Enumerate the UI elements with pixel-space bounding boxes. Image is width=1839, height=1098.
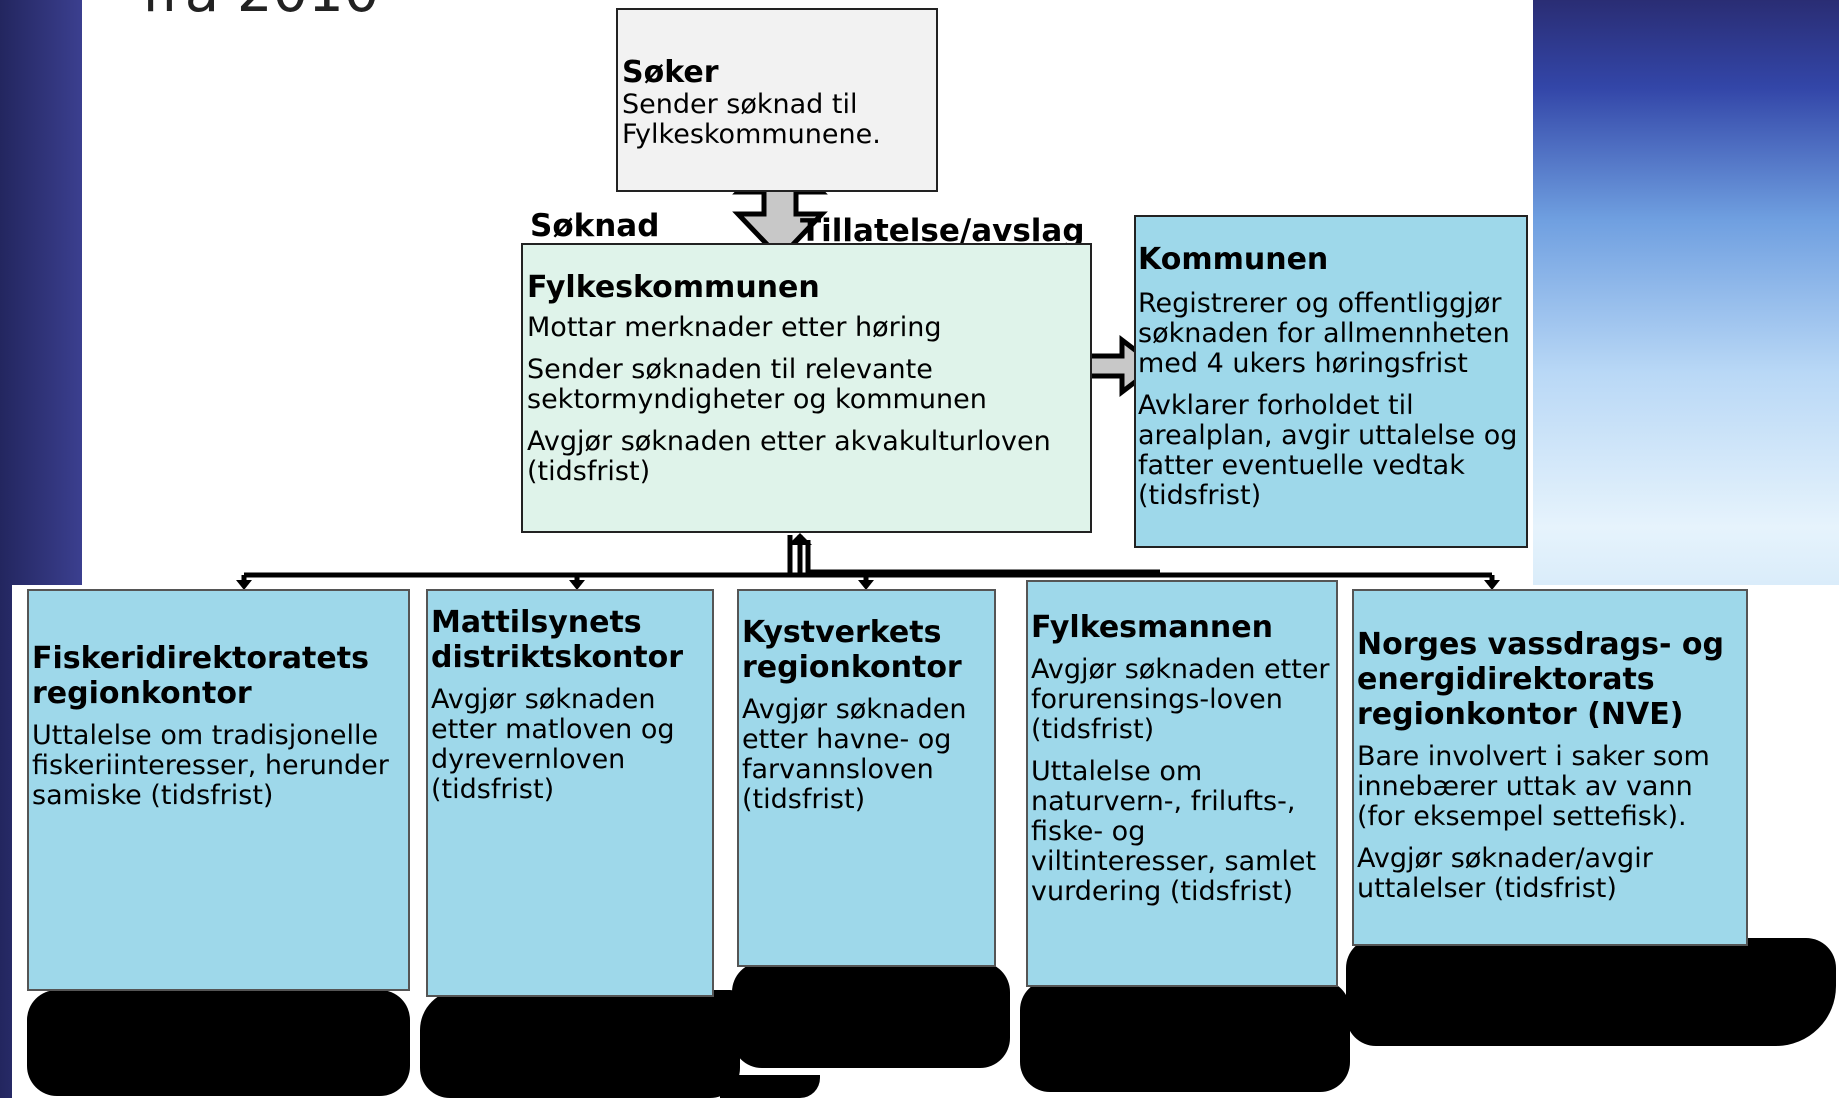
shadow-nve [1346,938,1836,1046]
agency-item: Uttalelse om tradisjonelle fiskeriintere… [32,720,389,811]
shadow-fiskeri [27,990,410,1096]
distribution-tree [241,535,1495,582]
shadow-fylkesmannen [1020,980,1350,1092]
soker-heading: Søker [622,55,719,90]
label-soknad: Søknad [530,208,660,244]
fylkeskommunen-item: Avgjør søknaden etter akvakulturloven (t… [527,426,1051,487]
kommunen-heading: Kommunen [1138,242,1329,277]
soker-box: Søker Sender søknad til Fylkeskommunene. [616,8,938,192]
fylkeskommunen-item: Mottar merknader etter høring [527,312,942,343]
shadow-kystverket [732,962,1010,1068]
agency-item: Avgjør søknaden etter matloven og dyreve… [431,684,675,805]
agency-heading: Norges vassdrags- og energidirektorats r… [1357,627,1724,732]
agency-box-mattilsynet: Mattilsynets distriktskontor Avgjør søkn… [426,589,714,997]
agency-heading: Kystverkets regionkontor [742,615,962,685]
agency-item: Avgjør søknaden etter forurensings-loven… [1031,654,1330,745]
agency-heading: Mattilsynets distriktskontor [431,605,684,675]
fylkeskommunen-item: Sender søknaden til relevante sektormynd… [527,354,987,415]
agency-box-kystverket: Kystverkets regionkontor Avgjør søknaden… [737,589,996,967]
agency-box-fiskeridirektoratet: Fiskeridirektoratets regionkontor Uttale… [27,589,410,991]
agency-box-fylkesmannen: Fylkesmannen Avgjør søknaden etter forur… [1026,580,1338,987]
kommunen-box: Kommunen Registrerer og offentliggjør sø… [1134,215,1528,548]
shadow-mattilsynet [420,990,740,1098]
kommunen-item: Avklarer forholdet til arealplan, avgir … [1138,390,1518,511]
agency-box-nve: Norges vassdrags- og energidirektorats r… [1352,589,1748,946]
tree-arrowheads [236,533,1500,590]
agency-item: Uttalelse om naturvern-, frilufts-, fisk… [1031,756,1317,907]
agency-item: Bare involvert i saker som innebærer utt… [1357,741,1710,832]
agency-item: Avgjør søknader/avgir uttalelser (tidsfr… [1357,843,1653,904]
fylkeskommunen-heading: Fylkeskommunen [527,270,820,305]
kommunen-item: Registrerer og offentliggjør søknaden fo… [1138,288,1510,379]
soker-text: Sender søknad til Fylkeskommunene. [622,89,881,150]
fylkeskommunen-box: Fylkeskommunen Mottar merknader etter hø… [521,243,1092,533]
agency-item: Avgjør søknaden etter havne- og farvanns… [742,694,967,815]
agency-heading: Fiskeridirektoratets regionkontor [32,641,369,711]
agency-heading: Fylkesmannen [1031,610,1273,645]
slide-title: fra 2010 [142,0,379,25]
shadow-mattilsynet-tail [720,1075,820,1098]
